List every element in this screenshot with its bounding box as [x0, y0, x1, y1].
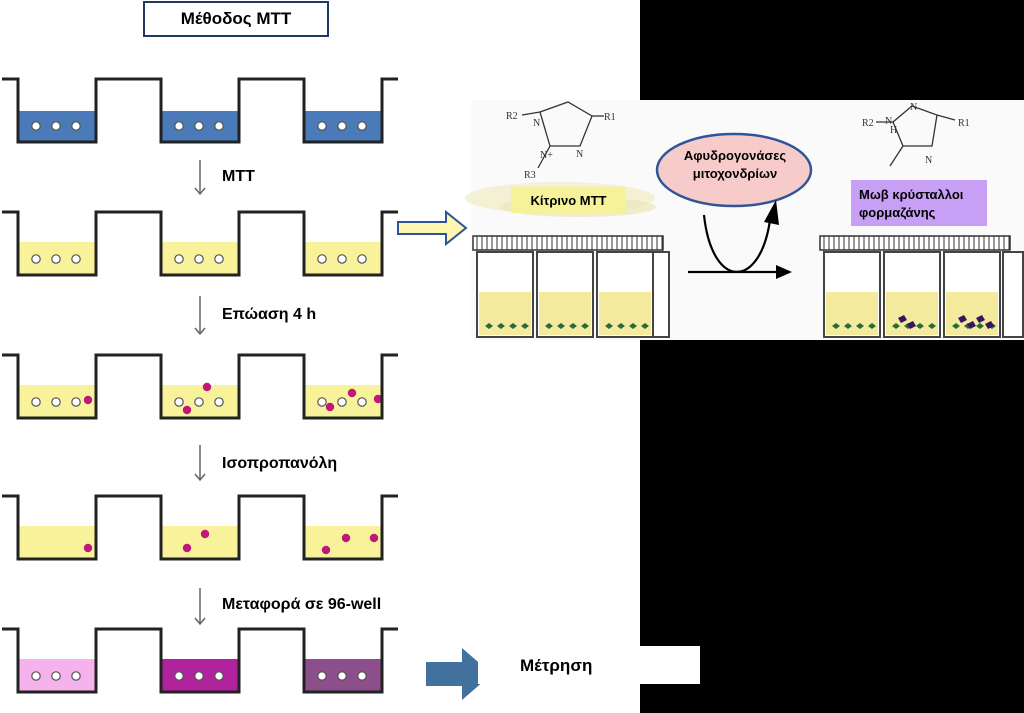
plate-outline	[2, 77, 398, 144]
well-particle	[337, 397, 347, 407]
formazan-dot	[325, 402, 335, 412]
formazan-dot	[200, 529, 210, 539]
well-particle	[31, 397, 41, 407]
well-particle	[337, 121, 347, 131]
step-arrow-head	[194, 617, 206, 626]
formazan-dot	[347, 388, 357, 398]
formazan-dot	[83, 395, 93, 405]
well-particle	[174, 121, 184, 131]
well-particle	[317, 121, 327, 131]
formazan-dot	[369, 533, 379, 543]
well-particle	[71, 397, 81, 407]
measure-arrow	[426, 648, 492, 700]
formazan-dot	[83, 543, 93, 553]
enzyme-line2: μιτοχονδρίων	[692, 166, 778, 181]
well-particle	[337, 254, 347, 264]
well-row	[2, 353, 398, 420]
well-particle	[214, 121, 224, 131]
well-particle	[194, 254, 204, 264]
well-particle	[357, 121, 367, 131]
well-particle	[357, 254, 367, 264]
well-particle	[194, 671, 204, 681]
well-fill	[304, 526, 382, 559]
formazan-line1: Μωβ κρύσταλλοι	[859, 187, 964, 202]
well-row	[2, 77, 398, 144]
well-particle	[71, 121, 81, 131]
well-particle	[194, 397, 204, 407]
well-diagram	[2, 77, 492, 700]
well-particle	[317, 397, 327, 407]
connector-arrow	[397, 209, 468, 247]
well-particle	[214, 671, 224, 681]
well-particle	[337, 671, 347, 681]
well-particle	[71, 671, 81, 681]
formazan-dot	[182, 405, 192, 415]
well-fill	[18, 526, 96, 559]
formazan-dot	[341, 533, 351, 543]
well-particle	[51, 397, 61, 407]
well-particle	[174, 397, 184, 407]
well-particle	[214, 254, 224, 264]
well-particle	[214, 397, 224, 407]
step-arrow-head	[194, 327, 206, 336]
well-particle	[357, 397, 367, 407]
well-particle	[317, 671, 327, 681]
step-label-isopropanol: Ισοπροπανόλη	[222, 455, 338, 472]
well-row	[2, 210, 398, 277]
formazan-line2: φορμαζάνης	[859, 205, 936, 220]
step-label-mtt: MTT	[222, 168, 255, 185]
well-particle	[71, 254, 81, 264]
well-particle	[174, 671, 184, 681]
step-label-transfer: Μεταφορά σε 96-well	[222, 596, 382, 613]
formazan-dot	[202, 382, 212, 392]
well-particle	[31, 121, 41, 131]
step-arrow-head	[194, 187, 206, 196]
well-particle	[51, 121, 61, 131]
formazan-dot	[321, 545, 331, 555]
well-particle	[174, 254, 184, 264]
yellow-mtt-label: Κίτρινο MTT	[511, 187, 626, 213]
plate-outline	[2, 627, 398, 694]
well-particle	[357, 671, 367, 681]
formazan-label: Μωβ κρύσταλλοι φορμαζάνης	[851, 180, 987, 226]
measure-box	[478, 646, 700, 684]
enzyme-line1: Αφυδρογονάσες	[683, 148, 787, 163]
step-label-incubation: Επώαση 4 h	[222, 306, 317, 323]
well-particle	[31, 671, 41, 681]
plate-outline	[2, 353, 398, 420]
page-title: Μέθοδος MTT	[143, 1, 329, 37]
measure-label: Μέτρηση	[520, 656, 593, 675]
well-particle	[51, 671, 61, 681]
well-fill	[161, 526, 239, 559]
well-row	[2, 494, 398, 561]
well-particle	[317, 254, 327, 264]
formazan-dot	[373, 394, 383, 404]
well-particle	[51, 254, 61, 264]
well-particle	[194, 121, 204, 131]
plate-outline	[2, 210, 398, 277]
formazan-dot	[182, 543, 192, 553]
well-particle	[31, 254, 41, 264]
step-arrow-head	[194, 473, 206, 482]
well-row	[2, 627, 398, 694]
enzyme-label: Αφυδρογονάσες μιτοχονδρίων	[660, 147, 810, 183]
plate-outline	[2, 494, 398, 561]
